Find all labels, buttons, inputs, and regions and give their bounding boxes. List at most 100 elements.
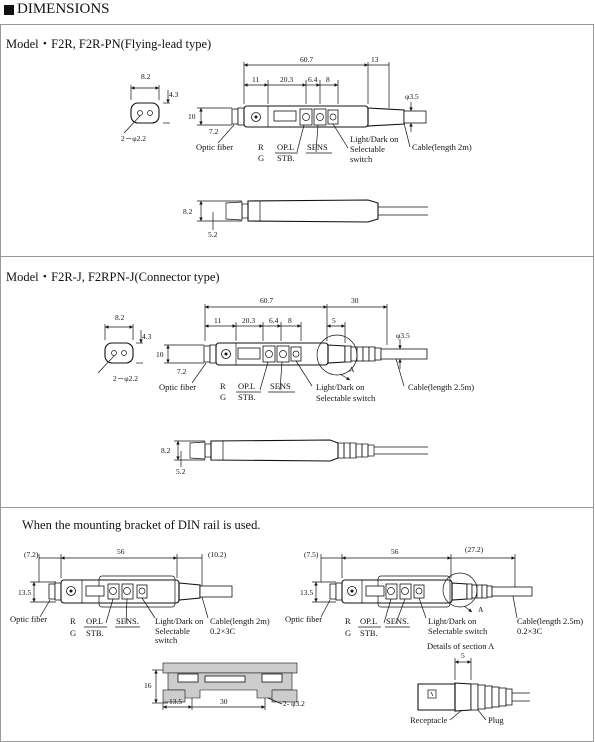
dim-label: φ3.5 xyxy=(405,92,419,101)
dim-label: 13.5 xyxy=(300,588,313,597)
label-lightdark: Light/Dark on xyxy=(155,616,204,626)
dim-label: 56 xyxy=(117,547,125,556)
dim-label: 5.2 xyxy=(208,230,218,239)
dim-label: 8.2 xyxy=(141,72,151,81)
cable-label: Cable(length 2m) xyxy=(412,142,472,152)
label-switch: switch xyxy=(350,154,373,164)
square-bullet-icon xyxy=(4,4,14,15)
dim-label: 11 xyxy=(214,316,221,325)
cable-label: Cable(length 2.5m) xyxy=(517,616,583,626)
dim-label: (7.5) xyxy=(304,550,319,559)
panel-title-flying-lead: Model・F2R, F2R-PN(Flying-lead type) xyxy=(6,37,212,51)
label-r: R xyxy=(220,381,226,391)
label-switch: switch xyxy=(155,635,178,645)
cable-spec: 0.2×3C xyxy=(210,626,236,636)
label-lightdark: Light/Dark on xyxy=(350,134,399,144)
cable-spec: 0.2×3C xyxy=(517,626,543,636)
dim-label: 5 xyxy=(332,316,336,325)
dim-label: (10.2) xyxy=(208,550,227,559)
dim-label: 6.4 xyxy=(269,316,279,325)
dim-label: 4.3 xyxy=(169,90,179,99)
dim-label: 20.3 xyxy=(242,316,255,325)
dim-label: 13.5 xyxy=(18,588,31,597)
label-g: G xyxy=(345,628,351,638)
dim-label: 8 xyxy=(326,75,330,84)
dim-label: 2－φ2.2 xyxy=(113,374,138,383)
label-g: G xyxy=(220,392,226,402)
label-stb: STB. xyxy=(86,628,104,638)
din-bracket-view: 16 13.5 30 2- φ3.2 xyxy=(144,662,305,710)
label-sens: SENS. xyxy=(386,616,409,626)
panel-title-din-rail: When the mounting bracket of DIN rail is… xyxy=(22,518,261,532)
dim-label: 8 xyxy=(288,316,292,325)
dim-label: 6.4 xyxy=(308,75,318,84)
dim-label: 11 xyxy=(252,75,259,84)
label-opl: OP.L xyxy=(277,142,294,152)
label-opl: OP.L xyxy=(360,616,377,626)
label-g: G xyxy=(70,628,76,638)
label-stb: STB. xyxy=(360,628,378,638)
dim-label: 4.3 xyxy=(142,332,152,341)
sec2-end-view: 8.2 4.3 2－φ2.2 xyxy=(97,313,152,383)
optic-fiber-label: Optic fiber xyxy=(10,614,47,624)
dim-label: 56 xyxy=(391,547,399,556)
label-selectable: Selectable xyxy=(350,144,385,154)
label-sens: SENS xyxy=(270,381,291,391)
label-opl: OP.L xyxy=(238,381,255,391)
dim-label: 60.7 xyxy=(300,55,313,64)
dim-label: 2- φ3.2 xyxy=(283,699,305,708)
dim-label: 60.7 xyxy=(260,296,273,305)
receptacle-label: Receptacle xyxy=(410,715,448,725)
dim-label: 30 xyxy=(220,697,228,706)
label-selectable-switch: Selectable switch xyxy=(316,393,376,403)
dim-label: (27.2) xyxy=(465,545,484,554)
label-r: R xyxy=(70,616,76,626)
label-g: G xyxy=(258,153,264,163)
section-header: DIMENSIONS xyxy=(4,1,110,18)
page-title: DIMENSIONS xyxy=(17,1,110,17)
dim-label: 8.2 xyxy=(161,446,171,455)
dim-label: 16 xyxy=(144,681,152,690)
optic-fiber-label: Optic fiber xyxy=(159,382,196,392)
label-lightdark: Light/Dark on xyxy=(428,616,477,626)
dim-label: 20.3 xyxy=(280,75,293,84)
dim-label: 13.5 xyxy=(169,697,182,706)
label-sens: SENS. xyxy=(116,616,139,626)
sec1-top-view: 8.2 5.2 xyxy=(183,199,428,239)
dim-label: 13 xyxy=(371,55,379,64)
dim-label: 7.2 xyxy=(209,127,219,136)
detail-title: Details of section A xyxy=(427,641,495,651)
cable-label: Cable(length 2m) xyxy=(210,616,270,626)
plug-label: Plug xyxy=(488,715,504,725)
label-selectable-switch: Selectable switch xyxy=(428,626,488,636)
section-a-label: A xyxy=(349,365,355,374)
sec2-top-view: 8.2 5.2 xyxy=(161,439,428,476)
sec1-side-view: 10 7.2 60.7 13 11 20.3 6.4 8 φ3.5 xyxy=(188,55,472,164)
dim-label: 10 xyxy=(188,112,196,121)
label-r: R xyxy=(345,616,351,626)
dim-label: 2－φ2.2 xyxy=(121,134,146,143)
optic-fiber-label: Optic fiber xyxy=(196,142,233,152)
label-r: R xyxy=(258,142,264,152)
dim-label: 10 xyxy=(156,350,164,359)
label-lightdark: Light/Dark on xyxy=(316,382,365,392)
dim-label: 5.2 xyxy=(176,467,186,476)
dim-label: φ3.5 xyxy=(396,331,410,340)
cable-label: Cable(length 2.5m) xyxy=(408,382,474,392)
sec3-right-view: (7.5) 56 (27.2) 13.5 A Optic fiber R G O… xyxy=(285,545,583,638)
dim-label: 8.2 xyxy=(115,313,125,322)
section-a-detail: Details of section A 5 Receptacle Plug xyxy=(410,641,530,725)
sec1-end-view: 8.2 4.3 2－φ2.2 xyxy=(121,72,179,143)
dim-label: (7.2) xyxy=(24,550,39,559)
label-stb: STB. xyxy=(277,153,295,163)
dim-label: 7.2 xyxy=(177,367,187,376)
sec2-side-view: 10 7.2 A 60.7 30 xyxy=(156,296,474,403)
label-opl: OP.L xyxy=(86,616,103,626)
panel-title-connector: Model・F2R-J, F2RPN-J(Connector type) xyxy=(6,270,220,284)
label-stb: STB. xyxy=(238,392,256,402)
optic-fiber-label: Optic fiber xyxy=(285,614,322,624)
dim-label: 5 xyxy=(461,651,465,660)
section-a-label: A xyxy=(478,605,484,614)
sec3-left-view: (7.2) 56 (10.2) 13.5 Optic fiber R G OP.… xyxy=(10,547,270,645)
